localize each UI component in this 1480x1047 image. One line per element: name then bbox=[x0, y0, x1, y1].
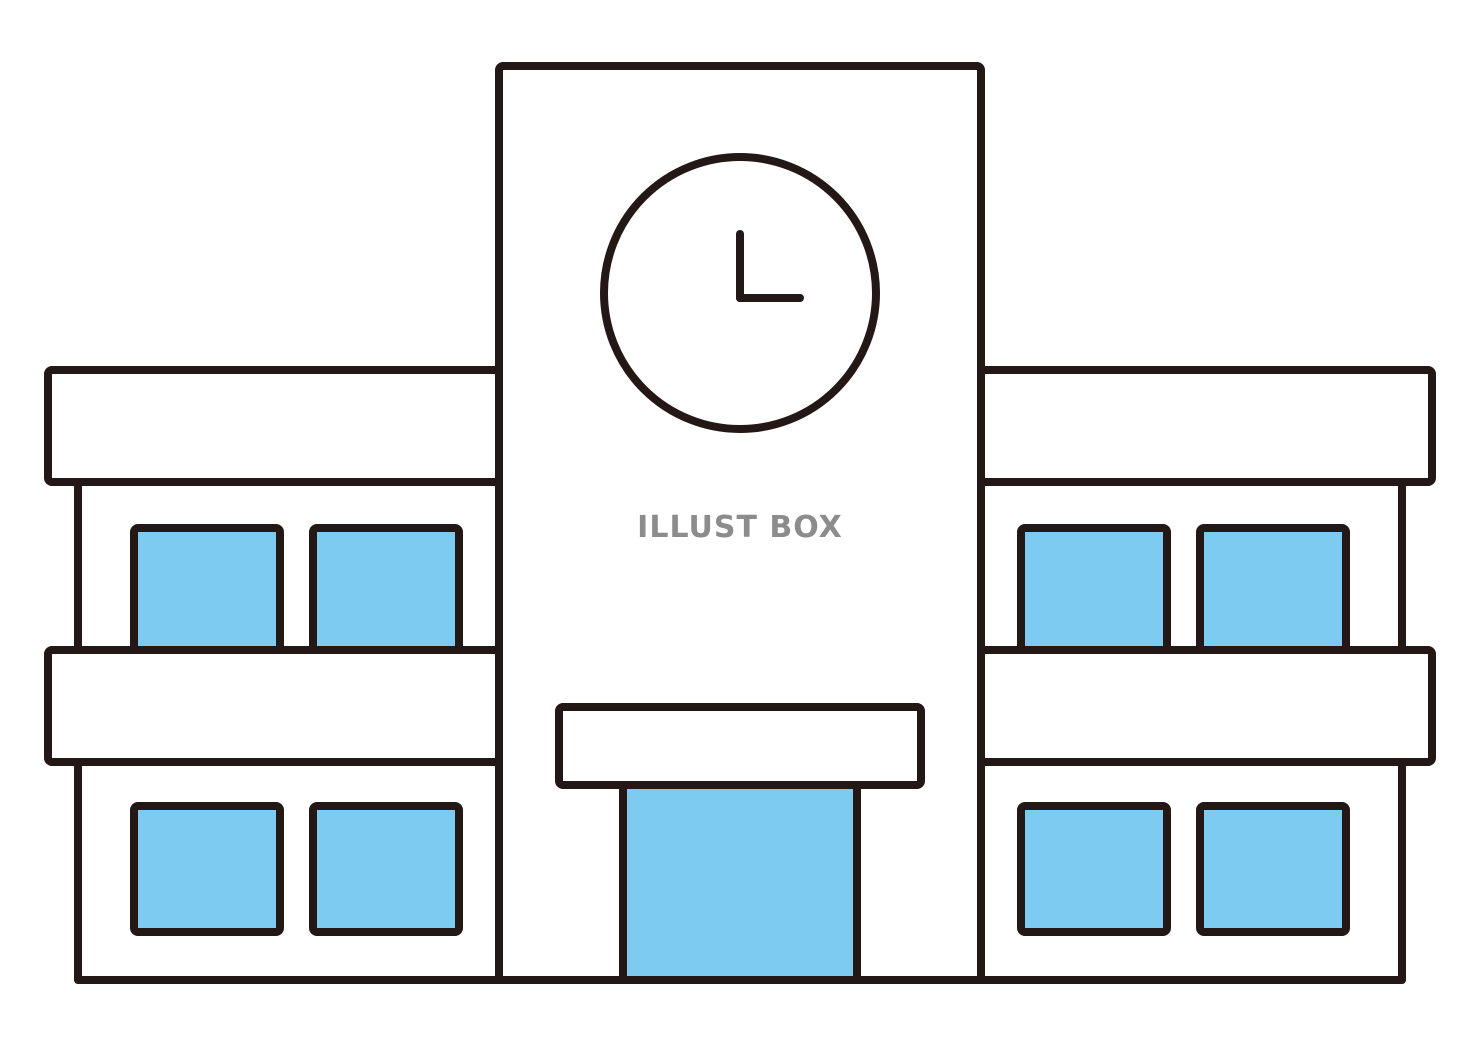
right-lower-window-1 bbox=[1017, 802, 1171, 936]
entrance-canopy bbox=[555, 703, 925, 789]
right-wing bbox=[968, 366, 1436, 984]
left-wing bbox=[44, 366, 512, 984]
clock-tower: ILLUST BOX bbox=[495, 62, 985, 984]
right-roof-band bbox=[968, 366, 1436, 486]
clock-icon bbox=[600, 153, 880, 433]
watermark-text: ILLUST BOX bbox=[637, 510, 843, 545]
left-lower-window-2 bbox=[309, 802, 463, 936]
left-roof-band bbox=[44, 366, 512, 486]
right-upper-window-2 bbox=[1196, 524, 1350, 662]
left-upper-window-2 bbox=[309, 524, 463, 662]
left-upper-window-1 bbox=[130, 524, 284, 662]
left-lower-window-1 bbox=[130, 802, 284, 936]
entrance-door bbox=[619, 778, 861, 984]
right-lower-window-2 bbox=[1196, 802, 1350, 936]
left-floor-band bbox=[44, 646, 512, 766]
right-floor-band bbox=[968, 646, 1436, 766]
right-upper-window-1 bbox=[1017, 524, 1171, 662]
